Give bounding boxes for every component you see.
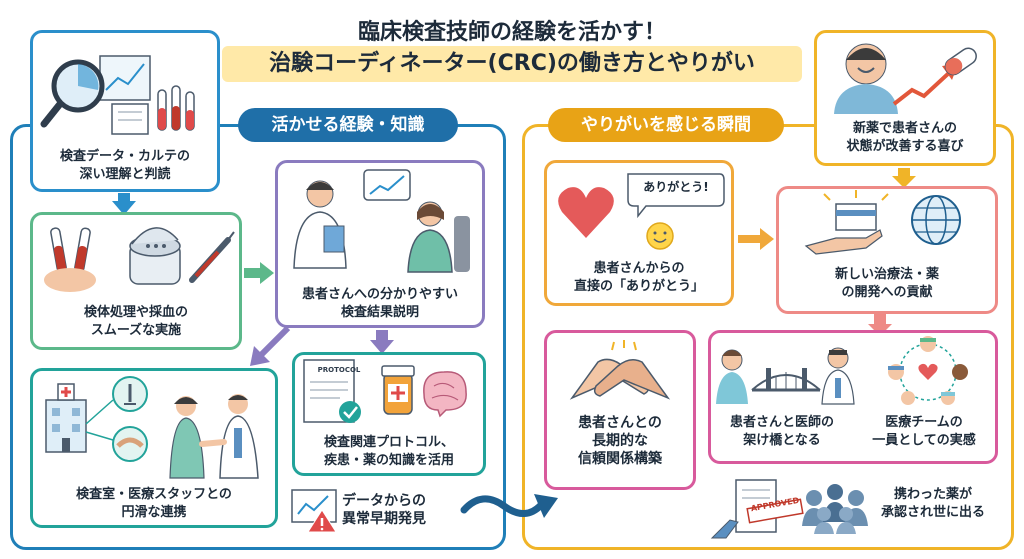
contribution-label: 新しい治療法・薬 の開発への貢献 (834, 267, 939, 300)
arrow-down-left-icon (250, 325, 291, 366)
trust-label: 患者さんとの 長期的な 信頼関係構築 (578, 415, 662, 467)
connector-arrow-icon (460, 494, 558, 518)
crowd-icon (802, 484, 868, 534)
approved-document-icon (710, 479, 804, 539)
sample-processing-label: 検体処理や採血の スムーズな実施 (83, 305, 188, 338)
early-detection-label: データからの 異常早期発見 (342, 493, 426, 527)
explanation-label: 患者さんへの分かりやすい 検査結果説明 (301, 287, 458, 320)
arrow-right-icon-2 (738, 228, 774, 250)
trust-box (544, 330, 696, 490)
hand-medicine-globe-icon (804, 190, 961, 255)
thanks-label: 患者さんからの 直接の「ありがとう」 (573, 261, 704, 294)
protocol-label: 検査関連プロトコル、 疾患・薬の知識を活用 (323, 435, 454, 468)
title-line2: 治験コーディネーター(CRC)の働き方とやりがい (222, 46, 802, 82)
data-reading-label: 検査データ・カルテの 深い理解と判読 (59, 149, 190, 182)
hospital-team-icon (45, 376, 259, 479)
warning-chart-icon (291, 489, 337, 533)
medical-team-icon (888, 336, 968, 405)
speech-bubble-text: ありがとう! (643, 180, 709, 194)
bridge-label: 患者さんと医師の 架け橋となる (729, 415, 834, 448)
doctor-patient-icon (293, 169, 470, 273)
patient-pill-icon (834, 43, 977, 114)
protocol-doc-label: PROTOCOL (317, 366, 361, 374)
protocol-doc-icon (303, 359, 467, 423)
improvement-label: 新薬で患者さんの 状態が改善する喜び (846, 121, 964, 154)
team-label: 医療チームの 一員としての実感 (872, 415, 976, 448)
arrow-down-icon-3 (892, 168, 916, 188)
arrow-down-icon-2 (370, 330, 394, 354)
magnifier-chart-icon (40, 55, 195, 135)
blood-tubes-centrifuge-icon (44, 227, 235, 292)
coordination-label: 検査室・医療スタッフとの 円滑な連携 (76, 487, 232, 520)
title-line1: 臨床検査技師の経験を活かす！ (357, 20, 666, 45)
arrow-right-icon (244, 262, 274, 284)
approval-label: 携わった薬が 承認され世に出る (880, 487, 985, 520)
arrow-down-icon-4 (868, 314, 892, 336)
right-section-header: やりがいを感じる瞬間 (548, 108, 784, 142)
arrow-down-icon (112, 193, 136, 215)
handshake-icon (569, 340, 671, 400)
heart-smile-icon (558, 173, 725, 250)
bridge-people-icon (716, 347, 855, 405)
left-section-header: 活かせる経験・知識 (238, 108, 458, 142)
